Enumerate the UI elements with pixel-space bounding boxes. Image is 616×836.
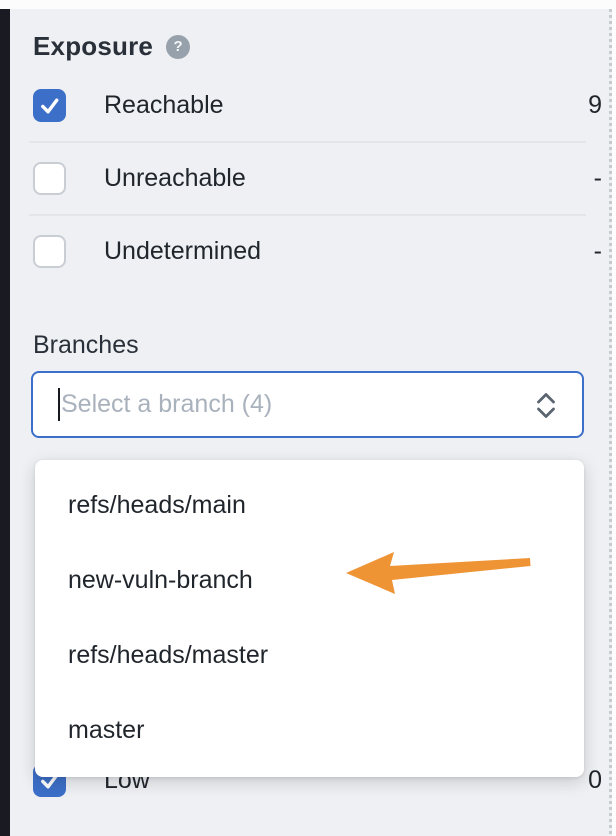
dropdown-option-new-vuln-branch[interactable]: new-vuln-branch <box>68 566 253 594</box>
checkmark-icon <box>41 773 59 788</box>
filter-row-undetermined[interactable]: Undetermined - <box>29 215 602 288</box>
filter-count: 0 <box>588 765 602 794</box>
right-edge-strip <box>612 9 616 836</box>
checkbox-checked-icon[interactable] <box>33 89 66 122</box>
row-divider <box>29 141 586 143</box>
left-dark-bar <box>0 9 10 836</box>
row-divider <box>29 214 586 216</box>
dropdown-option-master[interactable]: master <box>68 716 145 744</box>
filter-row-reachable[interactable]: Reachable 9 <box>29 69 602 142</box>
chevron-up-down-icon[interactable] <box>534 392 558 419</box>
filter-label: Unreachable <box>104 164 246 192</box>
filter-label: Reachable <box>104 91 224 119</box>
filter-row-unreachable[interactable]: Unreachable - <box>29 142 602 215</box>
annotation-arrow-icon <box>346 552 531 594</box>
checkmark-icon <box>41 98 59 114</box>
help-icon[interactable]: ? <box>166 34 191 59</box>
exposure-filter-list: Reachable 9 Unreachable - Undetermined - <box>29 69 602 288</box>
exposure-header: Exposure ? <box>33 31 191 62</box>
checkbox-unchecked-icon[interactable] <box>33 235 66 268</box>
branch-dropdown-listbox: refs/heads/main new-vuln-branch refs/hea… <box>35 460 584 777</box>
filter-label: Undetermined <box>104 237 262 265</box>
exposure-title: Exposure <box>33 31 154 61</box>
branches-label: Branches <box>33 331 139 359</box>
checkbox-unchecked-icon[interactable] <box>33 162 66 195</box>
filter-count: - <box>593 237 602 265</box>
dropdown-option-refs-heads-main[interactable]: refs/heads/main <box>68 491 246 519</box>
text-cursor-caret <box>58 388 60 421</box>
panel-resize-divider[interactable] <box>609 9 612 836</box>
branch-select-combobox[interactable] <box>31 371 584 438</box>
filter-count: - <box>593 164 602 192</box>
top-edge-strip <box>0 0 616 9</box>
dropdown-option-refs-heads-master[interactable]: refs/heads/master <box>68 641 269 669</box>
branch-select-input[interactable] <box>33 373 582 436</box>
filter-count: 9 <box>588 91 602 119</box>
